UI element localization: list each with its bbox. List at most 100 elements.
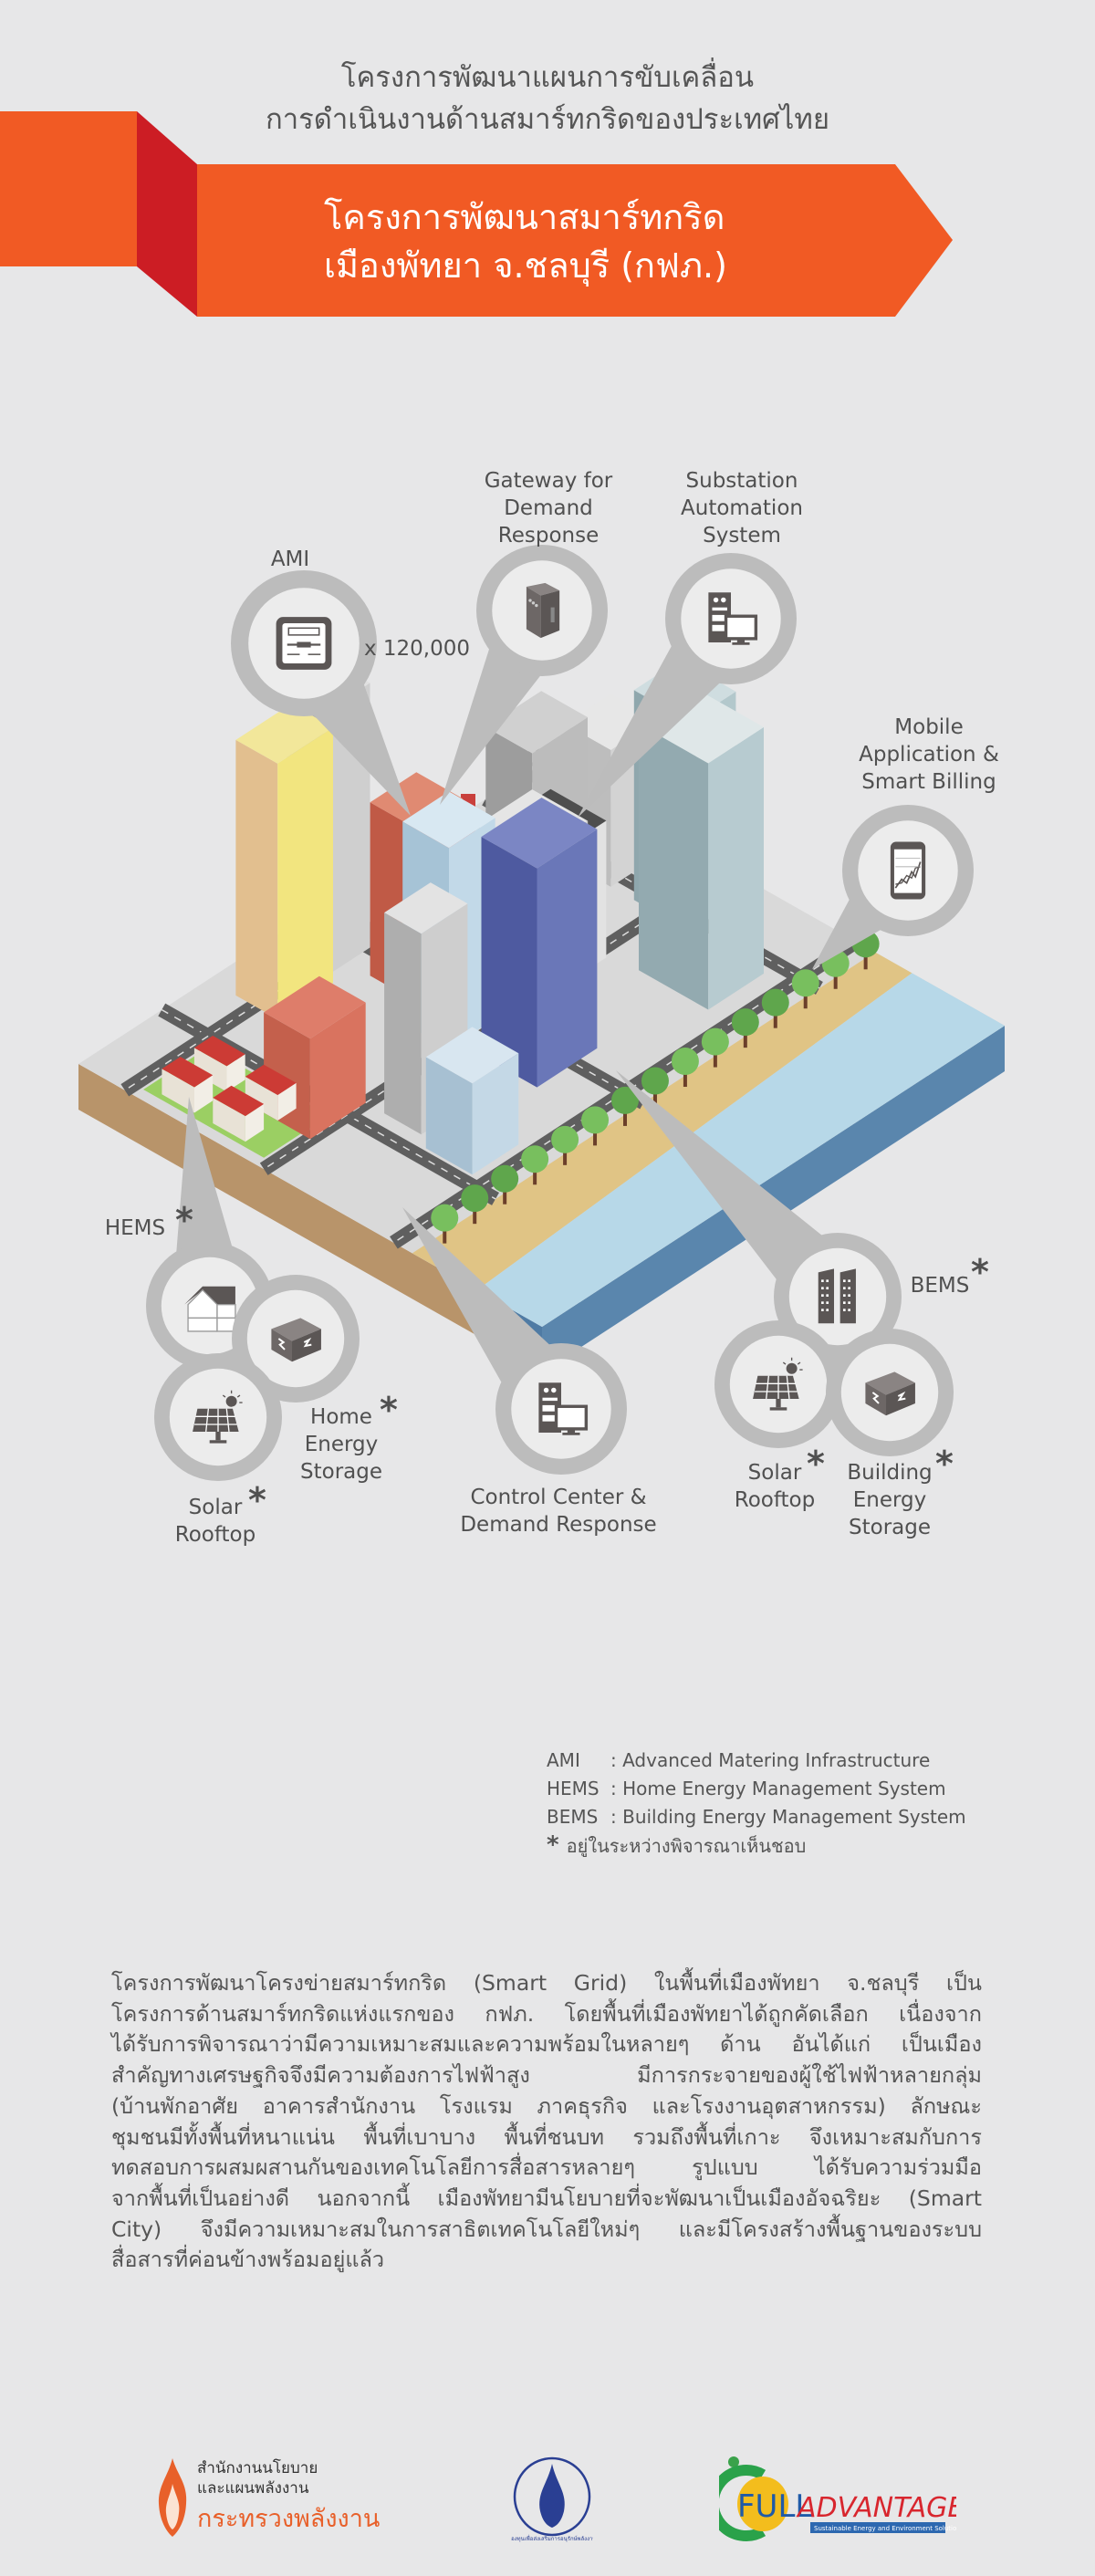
legend-item: BEMS: Building Energy Management System <box>547 1803 966 1831</box>
home-solar-callout <box>154 1353 282 1481</box>
flame-emblem-icon <box>158 2458 187 2537</box>
gateway-callout <box>476 545 608 676</box>
ami-label: AMI <box>270 548 310 571</box>
building-solar-callout <box>714 1320 842 1448</box>
building-roof <box>384 882 468 934</box>
page-title-line-1: โครงการพัฒนาแผนการขับเคลื่อน <box>340 61 755 94</box>
label-line: Energy <box>304 1433 379 1456</box>
label-line: Storage <box>300 1460 382 1484</box>
paragraph-line: โครงการด้านสมาร์ทกริดแห่งแรกของ กฟภ. โดย… <box>111 2000 982 2027</box>
tree <box>701 1027 729 1056</box>
label-line: Energy <box>852 1488 927 1512</box>
tree <box>611 1086 639 1114</box>
legend-note-text: อยู่ในระหว่างพิจารณาเห็นชอบ <box>566 1835 807 1857</box>
mobile-app-label: Mobile Application & Smart Billing <box>859 714 999 796</box>
energy-fund-logo: กองทุนเพื่อส่งเสริมการอนุรักษ์พลังงาน <box>507 2456 597 2543</box>
building-face <box>537 829 598 1088</box>
label-line: Building <box>847 1461 933 1485</box>
legend-text: : Building Energy Management System <box>610 1806 966 1828</box>
building-face <box>309 1002 366 1140</box>
label-line: Demand <box>504 496 593 520</box>
label-line: Control Center & <box>470 1486 647 1509</box>
ami-count: x 120,000 <box>363 637 471 661</box>
brand-advantage: ADVANTAGE <box>796 2492 956 2524</box>
tree <box>491 1164 519 1193</box>
house <box>245 1064 297 1121</box>
page-title-line-2: การดำเนินงานด้านสมาร์ทกริดของประเทศไทย <box>265 103 830 136</box>
brand-full: FULL <box>737 2488 812 2525</box>
building <box>235 704 333 1019</box>
legend-text: : Home Energy Management System <box>610 1778 946 1799</box>
building-roof <box>485 691 588 754</box>
label-line: System <box>703 524 781 548</box>
building-face <box>213 1098 245 1142</box>
eppo-name: สำนักงานนโยบาย และแผนพลังงาน <box>197 2458 318 2498</box>
banner-title-line-1: โครงการพัฒนาสมาร์ทกริด <box>324 197 725 237</box>
label-line: Application & <box>859 743 999 767</box>
smartphone-chart-icon <box>889 840 927 901</box>
paragraph-line: City) จึงมีความเหมาะสมในการสาธิตเทคโนโลย… <box>111 2216 982 2242</box>
tree <box>551 1125 579 1153</box>
eppo-line: และแผนพลังงาน <box>197 2479 309 2498</box>
house <box>193 1036 245 1092</box>
eppo-line: สำนักงานนโยบาย <box>197 2459 318 2477</box>
paragraph-line: ทดสอบการผสมผสานกันของเทคโนโลยีการสื่อสาร… <box>111 2154 982 2181</box>
building-face <box>193 1048 227 1092</box>
legend-note: * อยู่ในระหว่างพิจารณาเห็นชอบ <box>547 1831 966 1861</box>
building-face <box>226 1054 245 1092</box>
building-roof <box>425 1027 519 1084</box>
building-roof <box>402 791 495 849</box>
building-face <box>708 726 764 1010</box>
label-line: Demand Response <box>460 1513 657 1537</box>
house <box>213 1085 265 1142</box>
building-solar-label: Solar Rooftop <box>735 1459 815 1514</box>
substation-callout <box>665 553 797 684</box>
gateway-label: Gateway for Demand Response <box>485 467 613 549</box>
callout-bubbles <box>146 545 974 1481</box>
building-roof <box>193 1036 245 1067</box>
building-face <box>472 1053 519 1175</box>
label-line: Response <box>497 524 600 548</box>
gateway-cabinet-icon <box>526 582 560 639</box>
abbreviation-legend: AMI: Advanced Matering Infrastructure HE… <box>547 1747 966 1861</box>
home-solar-asterisk: * <box>248 1480 266 1520</box>
tree <box>671 1048 699 1076</box>
building-face <box>194 1075 214 1113</box>
building <box>425 1027 519 1175</box>
tree <box>461 1184 489 1213</box>
home-solar-label: Solar Rooftop <box>175 1494 256 1549</box>
building-face <box>235 739 278 1019</box>
building-storage-label: Building Energy Storage <box>847 1459 932 1541</box>
hems-label: HEMS <box>104 1216 166 1240</box>
legend-text: : Advanced Matering Infrastructure <box>610 1749 931 1771</box>
building-face <box>384 913 422 1135</box>
label-line: Automation <box>681 496 803 520</box>
full-advantage-logo: FULL ADVANTAGE Sustainable Energy and En… <box>707 2451 965 2542</box>
ami-callout <box>231 570 377 716</box>
tree <box>431 1204 459 1232</box>
paragraph-line: จากพื้นที่เป็นอย่างดี นอกจากนี้ เมืองพัท… <box>111 2185 982 2211</box>
label-line: Smart Billing <box>861 770 996 794</box>
title-banner-shape <box>0 111 953 317</box>
tree <box>791 969 819 997</box>
building-roof <box>481 798 598 869</box>
building-storage-callout <box>826 1329 954 1456</box>
home-storage-label: Home Energy Storage <box>300 1403 382 1486</box>
label-line: Storage <box>849 1516 931 1539</box>
banner-title-line-2: เมืองพัทยา จ.ชลบุรี (กฟภ.) <box>324 245 727 286</box>
legend-item: HEMS: Home Energy Management System <box>547 1775 966 1803</box>
brand-tagline: Sustainable Energy and Environment Solut… <box>814 2525 956 2532</box>
control-callout <box>495 1343 627 1475</box>
control-center-label: Control Center & Demand Response <box>460 1484 656 1538</box>
building-roof <box>264 975 366 1039</box>
electric-meter-icon <box>275 615 333 672</box>
building-face <box>639 724 709 1010</box>
building-face <box>162 1069 194 1113</box>
home-storage-asterisk: * <box>380 1390 398 1430</box>
bems-asterisk: * <box>971 1252 989 1292</box>
building-roof <box>162 1057 214 1088</box>
building-face <box>277 1082 297 1121</box>
label-line: Substation <box>685 469 798 493</box>
tree <box>581 1106 610 1134</box>
asterisk-symbol: * <box>547 1831 559 1859</box>
